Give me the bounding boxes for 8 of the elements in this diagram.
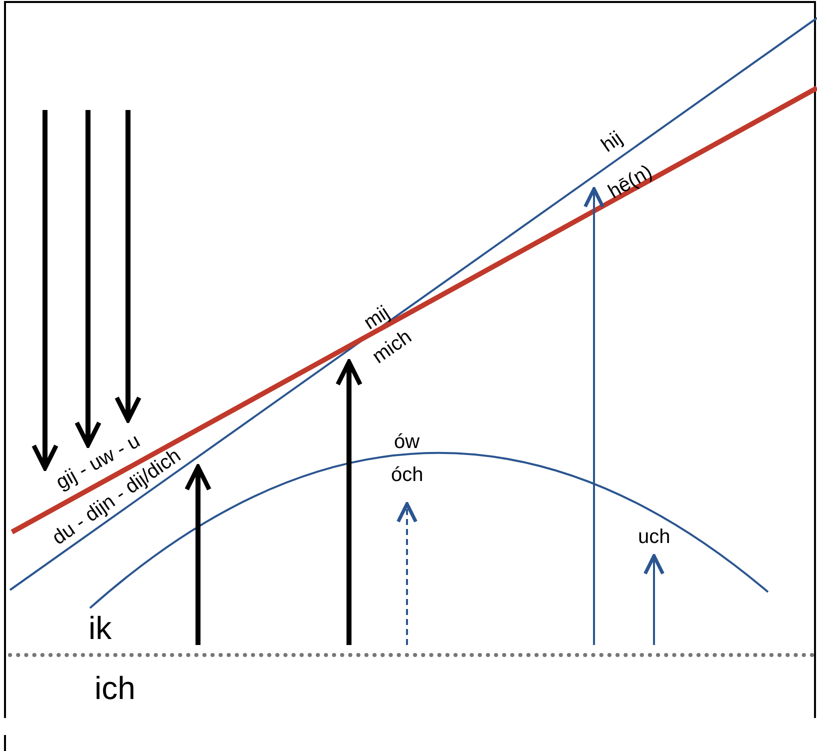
form-label: hij xyxy=(598,128,626,156)
form-label: óch xyxy=(391,465,424,485)
form-label: mij xyxy=(360,302,393,334)
form-label: ik xyxy=(88,612,112,644)
form-label: ich xyxy=(94,672,136,704)
form-label: uch xyxy=(638,527,670,547)
form-label: ów xyxy=(394,432,420,452)
form-label: hē(n) xyxy=(604,162,656,202)
